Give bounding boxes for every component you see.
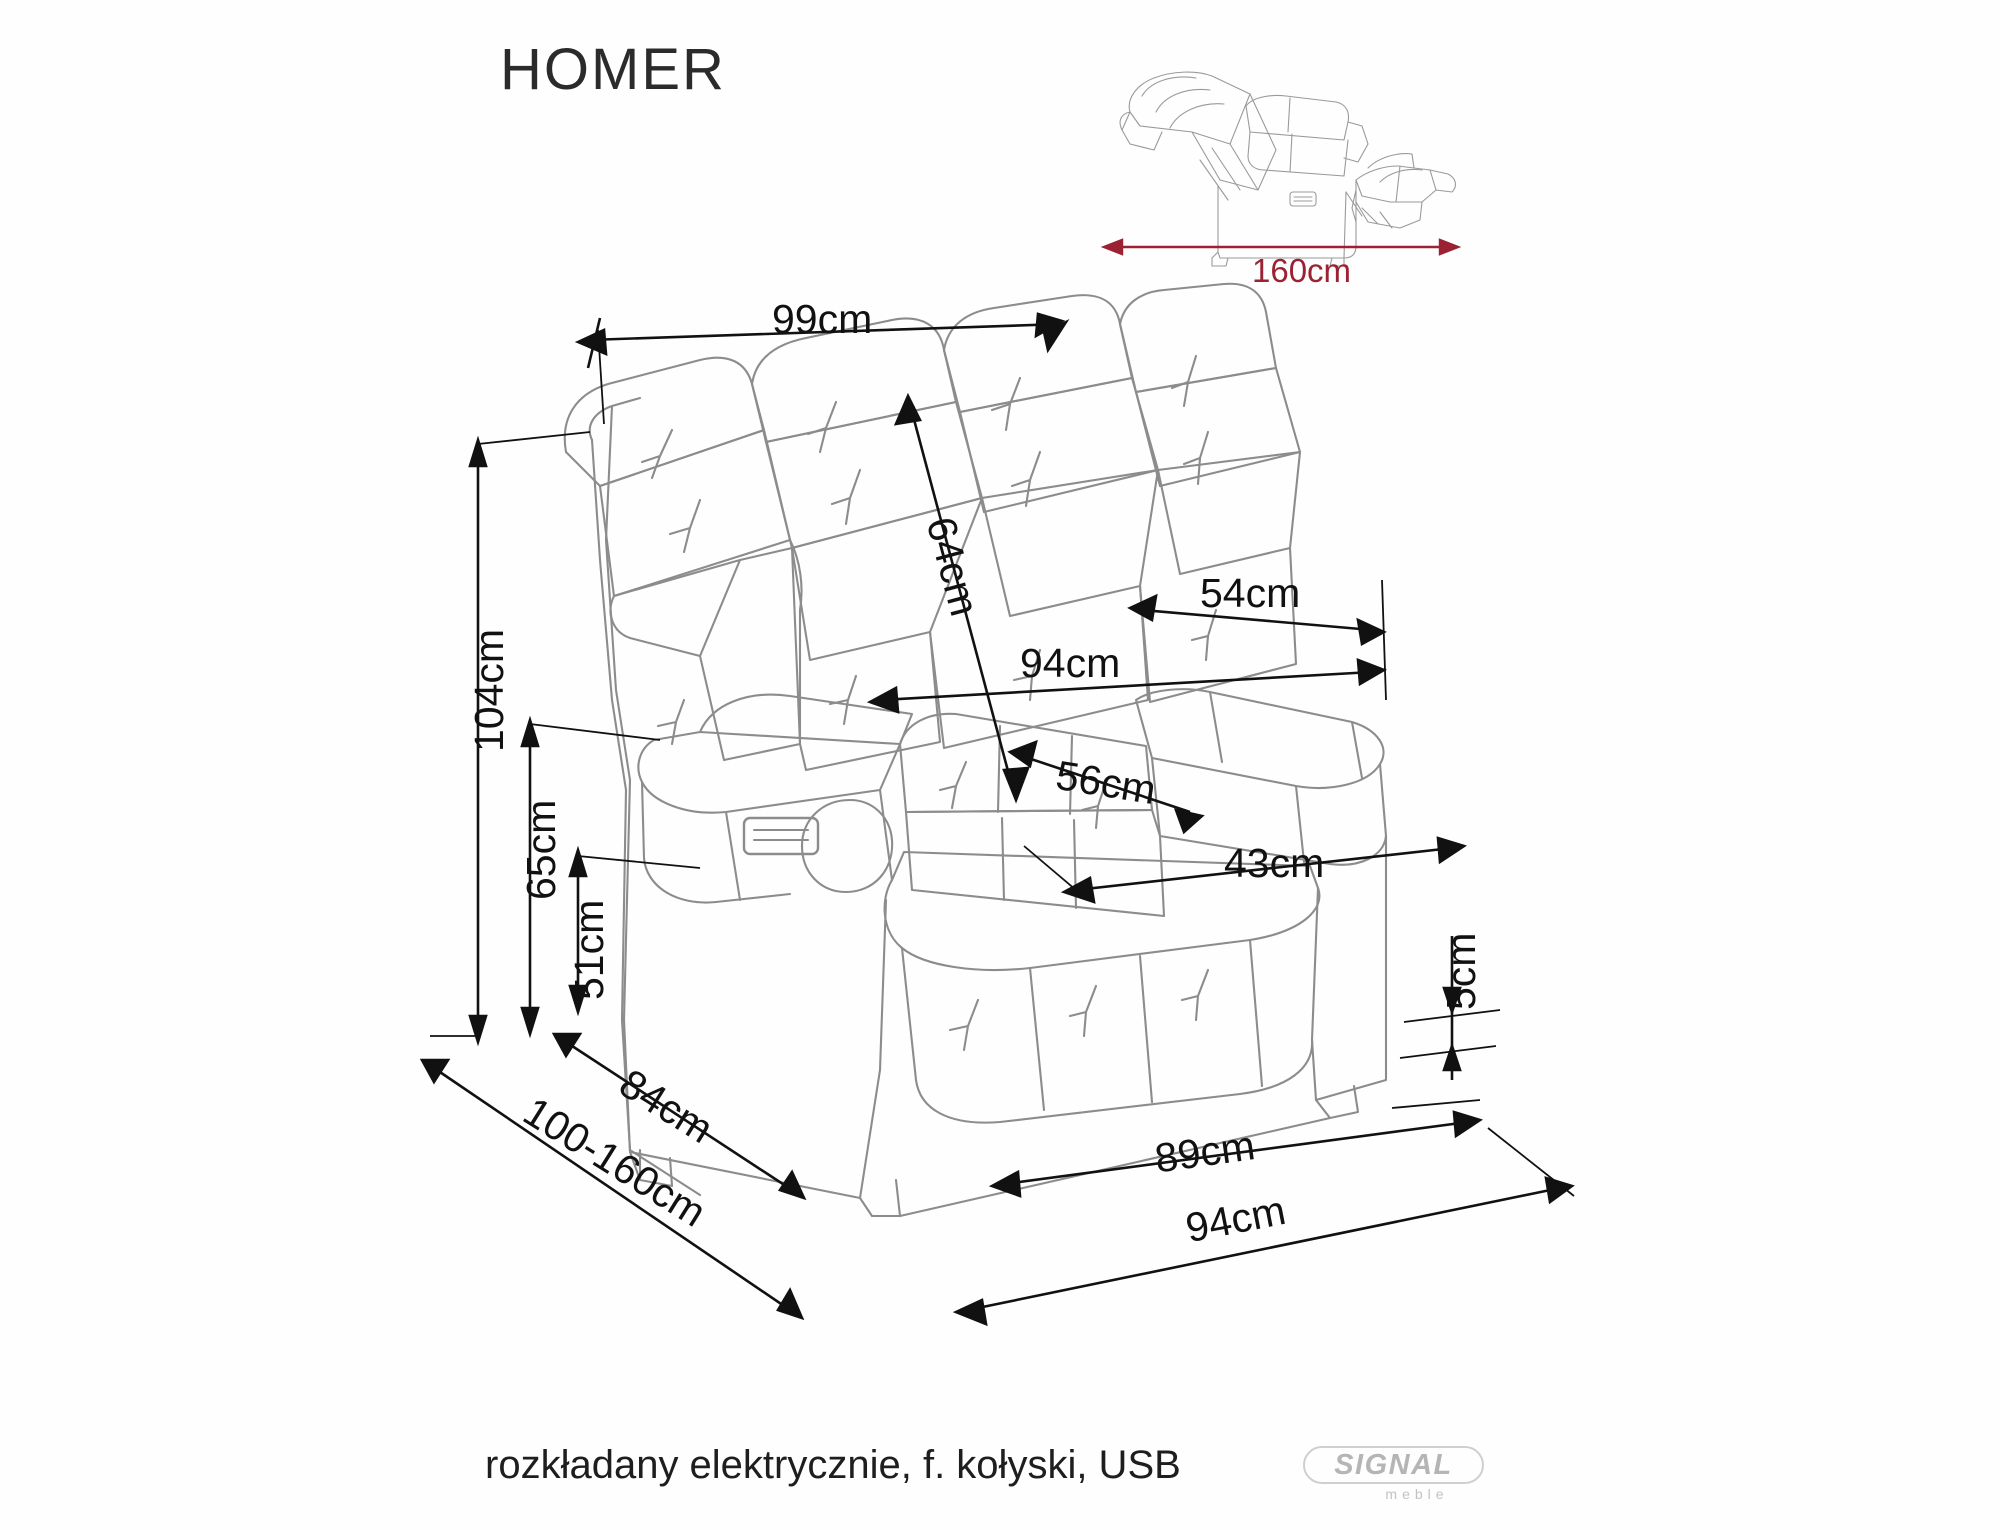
- dimension-54cm: 54cm: [1200, 570, 1301, 616]
- dimension-51cm: 51cm: [566, 899, 612, 1000]
- dimension-160cm-label: 160cm: [1252, 252, 1352, 289]
- dimension-5cm: 5cm: [1438, 932, 1484, 1010]
- logo-pill-outline: [1303, 1446, 1484, 1484]
- logo-tagline: meble: [1385, 1486, 1449, 1502]
- reclined-chair-thumbnail: 160cm: [1100, 40, 1480, 289]
- product-caption: rozkładany elektrycznie, f. kołyski, USB: [485, 1443, 1181, 1487]
- dimension-65cm: 65cm: [518, 799, 564, 900]
- page-title: HOMER: [500, 37, 726, 102]
- dimension-43cm: 43cm: [1224, 840, 1325, 886]
- dimension-104cm: 104cm: [466, 628, 512, 752]
- signal-meble-logo: SIGNAL meble: [1303, 1442, 1488, 1510]
- dimension-94cm-upper: 94cm: [1020, 640, 1121, 686]
- logo-wordmark: SIGNAL: [1334, 1449, 1453, 1481]
- dimension-99cm: 99cm: [772, 296, 873, 342]
